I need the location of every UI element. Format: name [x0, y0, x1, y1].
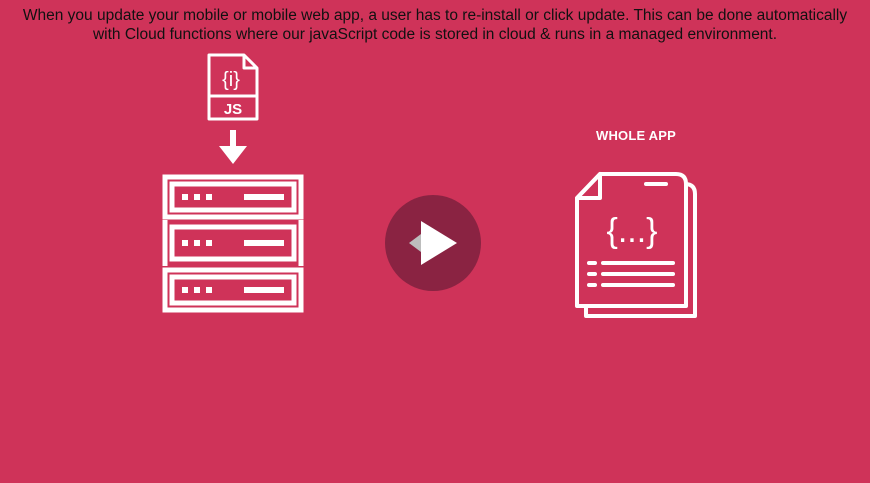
video-caption: When you update your mobile or mobile we…	[0, 6, 870, 44]
whole-app-braces: {...}	[606, 212, 657, 250]
whole-app-label: WHOLE APP	[595, 128, 677, 143]
play-button[interactable]	[385, 195, 481, 291]
document-stack-icon: {...}	[575, 172, 697, 318]
server-rack-icon	[162, 174, 304, 313]
js-file-glyph: {i}	[222, 69, 240, 91]
arrow-down-icon	[219, 130, 247, 164]
js-file-badge: JS	[224, 101, 242, 118]
caption-line-1: When you update your mobile or mobile we…	[22, 7, 848, 24]
js-file-icon: {i} JS	[207, 53, 259, 121]
caption-line-2: with Cloud functions where our javaScrip…	[92, 26, 778, 43]
play-icon	[409, 221, 457, 265]
